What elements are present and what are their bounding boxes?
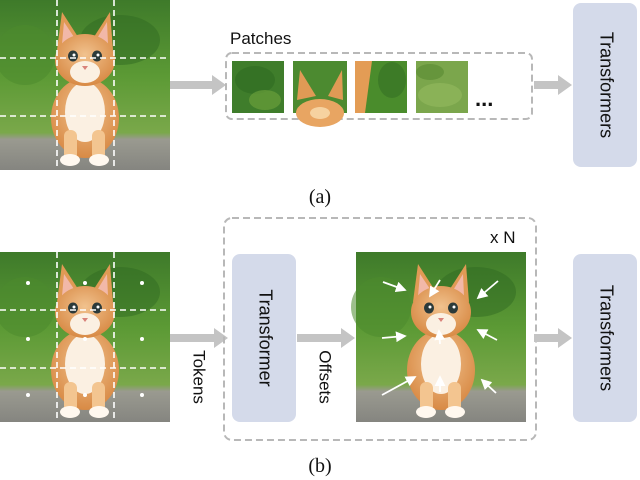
caption-b: (b) <box>308 455 331 477</box>
transformers-block-b <box>573 254 637 422</box>
repeat-dashed-box <box>223 217 537 441</box>
repeat-label: x N <box>490 228 516 247</box>
offset-arrow-icon <box>381 279 499 396</box>
transformers-block-a <box>573 3 637 167</box>
flow-arrow <box>170 75 226 95</box>
patch-grid <box>0 252 170 422</box>
grass-patch-icon <box>416 61 468 113</box>
reference-points <box>26 281 144 397</box>
flow-arrow <box>170 328 228 348</box>
flow-arrow <box>534 75 572 95</box>
kitten-photo-icon <box>0 0 170 170</box>
kitten-photo-icon <box>351 252 526 422</box>
patch-grid <box>0 0 170 170</box>
panel-b: Tokens x N Transformer Offsets <box>0 217 637 477</box>
patches-dashed-box <box>225 52 533 120</box>
caption-a: (a) <box>309 186 331 208</box>
patch-tile <box>232 61 284 113</box>
patches-label: Patches <box>230 29 291 48</box>
transformers-label-a: Transformers <box>596 32 616 138</box>
offsets-label: Offsets <box>316 350 335 404</box>
transformers-label-b: Transformers <box>596 285 616 391</box>
kitten-patch-icon <box>293 61 347 127</box>
grass-patch-icon <box>355 61 407 113</box>
flow-arrow <box>534 328 572 348</box>
transformer-block <box>232 254 296 422</box>
kitten-photo-icon <box>0 252 170 422</box>
more-patches-ellipsis: ... <box>475 86 493 111</box>
flow-arrow <box>297 328 355 348</box>
tokens-label: Tokens <box>190 350 209 404</box>
transformer-label: Transformer <box>255 289 275 386</box>
panel-a: Patches ... <box>0 0 637 208</box>
